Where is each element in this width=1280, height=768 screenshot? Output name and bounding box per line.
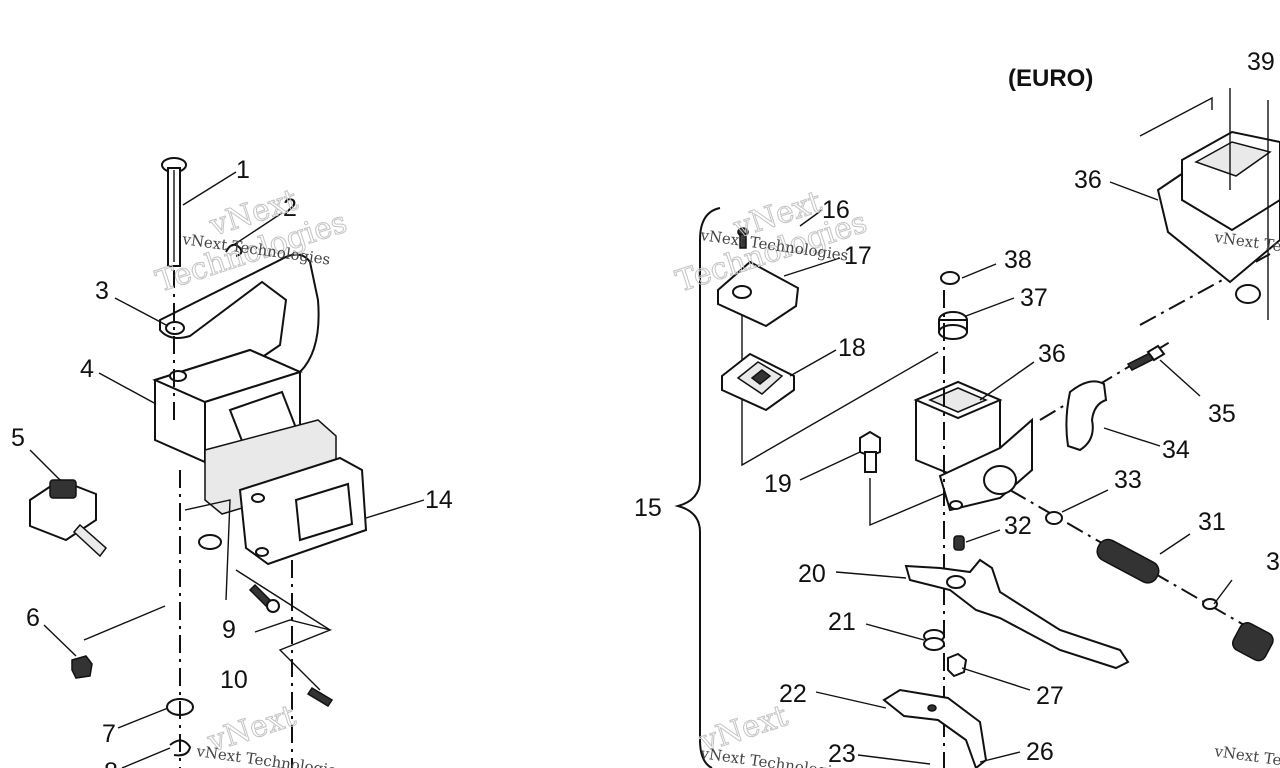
reservoir-cover-part bbox=[717, 260, 800, 328]
clamp-34-part bbox=[1065, 380, 1108, 452]
diaphragm-part bbox=[721, 352, 795, 412]
label-32: 32 bbox=[1004, 512, 1032, 540]
watermark-full-4: vNext Technologies bbox=[194, 742, 345, 768]
label-7: 7 bbox=[102, 720, 116, 748]
label-36: 36 bbox=[1038, 340, 1066, 368]
label-17: 17 bbox=[844, 242, 872, 270]
euro-master-cylinder-part bbox=[1156, 130, 1280, 304]
spring-31-part bbox=[1096, 538, 1160, 584]
left-assembly bbox=[29, 157, 368, 768]
bumper-part bbox=[29, 478, 108, 558]
euro-region-label: (EURO) bbox=[1008, 65, 1093, 92]
label-2: 2 bbox=[283, 194, 297, 222]
part-labels: 1 2 3 4 5 6 7 8 9 10 14 15 16 17 18 19 2… bbox=[11, 48, 1280, 768]
label-1: 1 bbox=[236, 156, 250, 184]
label-20: 20 bbox=[798, 560, 826, 588]
label-14: 14 bbox=[425, 486, 453, 514]
watermark-full-3: vNext Technologies bbox=[698, 744, 849, 768]
eclip-part bbox=[169, 739, 192, 757]
bracket-part bbox=[159, 253, 320, 384]
washer-38-part bbox=[940, 271, 960, 285]
washer-33-part bbox=[1045, 511, 1063, 525]
label-18: 18 bbox=[838, 334, 866, 362]
label-19: 19 bbox=[764, 470, 792, 498]
switch-22-part bbox=[882, 688, 988, 768]
screw-16-part bbox=[737, 227, 749, 249]
label-3: 3 bbox=[95, 277, 109, 305]
group-brace bbox=[674, 207, 721, 768]
screw-35-part bbox=[1126, 344, 1166, 371]
label-39: 39 bbox=[1247, 48, 1275, 76]
label-21: 21 bbox=[828, 608, 856, 636]
nut-27-part bbox=[947, 652, 968, 678]
bolt-19-part bbox=[859, 430, 881, 473]
pin-part bbox=[161, 157, 187, 267]
label-33: 33 bbox=[1114, 466, 1142, 494]
label-30-partial: 3 bbox=[1266, 548, 1280, 576]
lever-20-part bbox=[904, 558, 1130, 670]
watermark-full-6: vNext Technologies bbox=[1212, 742, 1280, 768]
setscrew-32-part bbox=[953, 535, 965, 551]
screw-2-part bbox=[306, 686, 334, 708]
label-35: 35 bbox=[1208, 400, 1236, 428]
label-27: 27 bbox=[1036, 682, 1064, 710]
label-8: 8 bbox=[104, 758, 118, 768]
washer-9-part bbox=[198, 534, 222, 550]
label-6: 6 bbox=[26, 604, 40, 632]
clip-part bbox=[225, 243, 243, 257]
label-38: 38 bbox=[1004, 246, 1032, 274]
master-cylinder-part bbox=[913, 380, 1033, 512]
label-5: 5 bbox=[11, 424, 25, 452]
bushing-37-part bbox=[938, 311, 968, 340]
spring-21-part bbox=[923, 629, 945, 651]
label-36-euro: 36 bbox=[1074, 166, 1102, 194]
label-16: 16 bbox=[822, 196, 850, 224]
label-23: 23 bbox=[828, 740, 856, 768]
label-31: 31 bbox=[1198, 508, 1226, 536]
label-9: 9 bbox=[222, 616, 236, 644]
label-22: 22 bbox=[779, 680, 807, 708]
label-15: 15 bbox=[634, 494, 662, 522]
label-34: 34 bbox=[1162, 436, 1190, 464]
housing-part bbox=[152, 348, 368, 566]
label-4: 4 bbox=[80, 355, 94, 383]
label-26: 26 bbox=[1026, 738, 1054, 766]
leader-lines bbox=[29, 171, 1233, 768]
right-assembly bbox=[674, 88, 1280, 768]
nut-part bbox=[71, 655, 93, 679]
label-10: 10 bbox=[220, 666, 248, 694]
label-37: 37 bbox=[1020, 284, 1048, 312]
